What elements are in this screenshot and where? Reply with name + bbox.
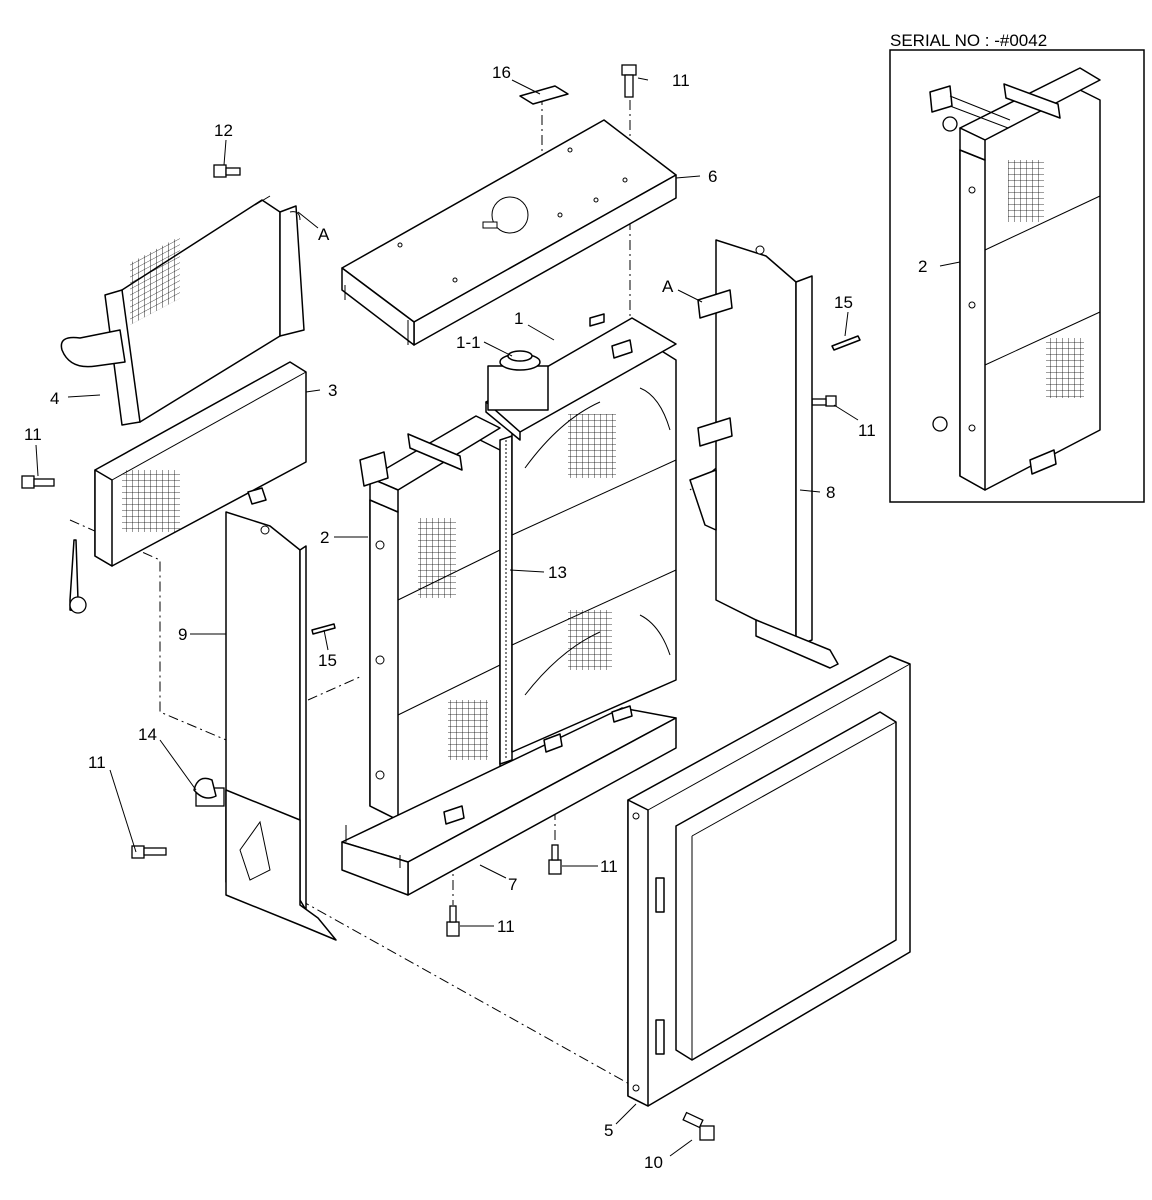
callout-11-bracket: 11 (88, 753, 106, 772)
inset-title: SERIAL NO : -#0042 (890, 31, 1047, 50)
bolt-11-right (811, 395, 837, 407)
bottom-shroud-box (341, 705, 677, 896)
radiator (485, 313, 677, 753)
callout-a-right: A (662, 277, 674, 296)
callout-14: 14 (138, 725, 157, 744)
callout-10: 10 (644, 1153, 663, 1172)
label-plate (519, 85, 569, 105)
bolt-10 (682, 1111, 715, 1141)
intercooler (60, 195, 305, 426)
radiator-core (359, 415, 501, 821)
callout-1-1: 1-1 (456, 333, 481, 352)
inset-radiator-core (929, 67, 1101, 491)
bolt-11-bracket (131, 845, 167, 859)
seal-strip (499, 435, 513, 765)
callout-7: 7 (508, 875, 517, 894)
callout-labels: 16 11 12 A 6 1 1-1 A 15 4 3 11 11 8 2 13… (24, 63, 876, 1172)
callout-1: 1 (514, 309, 523, 328)
callout-4: 4 (50, 389, 59, 408)
left-support-bracket (195, 511, 337, 941)
callout-13: 13 (548, 563, 567, 582)
callout-6: 6 (708, 167, 717, 186)
leader-lines (35, 77, 859, 1157)
clip-right (831, 335, 861, 351)
fan-guard-frame (627, 655, 911, 1107)
oil-cooler (69, 361, 307, 614)
bolt-11-left (21, 475, 55, 489)
top-shroud-box (341, 119, 677, 346)
bolt-11-bottom (446, 905, 460, 937)
callout-16: 16 (492, 63, 511, 82)
bolt-11-mid (548, 844, 562, 875)
callout-11-bottom: 11 (497, 917, 515, 936)
callout-11-left: 11 (24, 425, 42, 444)
clip-left (311, 623, 336, 635)
callout-5: 5 (604, 1121, 613, 1140)
bolt-11-top (621, 64, 637, 98)
callout-11-right: 11 (858, 421, 876, 440)
callout-3: 3 (328, 381, 337, 400)
callout-a-left: A (318, 225, 330, 244)
callout-12: 12 (214, 121, 233, 140)
callout-15-right: 15 (834, 293, 853, 312)
callout-2: 2 (320, 528, 329, 547)
hose-clamp (193, 777, 217, 799)
callout-11-mid: 11 (600, 857, 618, 876)
callout-15-left: 15 (318, 651, 337, 670)
callout-9: 9 (178, 625, 187, 644)
right-support-bracket (689, 239, 839, 669)
inset-part-2-label: 2 (918, 257, 927, 276)
bolt-12 (213, 164, 241, 178)
callout-11-top: 11 (672, 71, 690, 90)
callout-8: 8 (826, 483, 835, 502)
inset-panel: SERIAL NO : -#0042 2 (889, 31, 1145, 503)
